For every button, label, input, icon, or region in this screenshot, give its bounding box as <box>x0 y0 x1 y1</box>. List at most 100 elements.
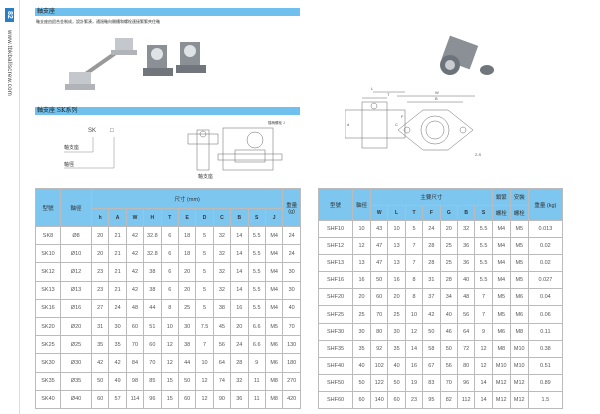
table-cell: 12 <box>352 237 371 256</box>
table-cell: 20 <box>439 219 458 239</box>
table-cell: Ø8 <box>60 225 92 246</box>
header-col-S: S <box>247 208 266 227</box>
table-cell: 35 <box>90 335 110 355</box>
table-cell: 21 <box>108 225 127 246</box>
table-cell: 10 <box>160 316 179 337</box>
table-cell: 60 <box>369 288 389 307</box>
table-cell: M6 <box>264 335 284 355</box>
table-cell: 16 <box>352 271 371 290</box>
table-cell: 92 <box>369 339 389 358</box>
table-cell: 0.02 <box>527 237 563 256</box>
table-cell: 36 <box>230 389 249 409</box>
table-cell: 11 <box>247 371 266 391</box>
table-cell: 14 <box>474 390 493 410</box>
table-cell: 31 <box>90 316 110 337</box>
header-col-H: H <box>143 208 162 227</box>
table-cell: M10 <box>509 356 529 375</box>
table-cell: 0.013 <box>527 219 563 239</box>
table-cell: 50 <box>422 322 441 341</box>
table-cell: 1.5 <box>527 390 563 410</box>
table-cell: 140 <box>369 390 389 410</box>
table-cell: 48 <box>456 288 476 307</box>
header-col-W: W <box>369 205 389 221</box>
header-col-E: E <box>177 208 197 227</box>
table-cell: 21 <box>108 244 127 264</box>
table-cell: 12 <box>474 356 493 375</box>
table-cell: SK35 <box>35 371 61 391</box>
table-cell: 15 <box>160 389 179 409</box>
table-cell: SK40 <box>35 389 61 409</box>
table-cell: 12 <box>195 371 214 391</box>
table-cell: M4 <box>264 244 284 264</box>
table-cell: 56 <box>212 335 232 355</box>
table-cell: 7 <box>195 335 214 355</box>
table-cell: 42 <box>422 305 441 324</box>
section-title-shaft-support: 軸支座 <box>35 8 300 16</box>
table-cell: 14 <box>404 339 424 358</box>
table-cell: 23 <box>90 280 110 300</box>
table-cell: 64 <box>456 322 476 341</box>
table-cell: 60 <box>352 390 371 410</box>
table-cell: 18 <box>177 225 197 246</box>
table-cell: 9 <box>247 353 266 373</box>
table-cell: 30 <box>282 280 301 300</box>
table-cell: M5 <box>491 305 511 324</box>
header-bolt-lock: 螺栓 <box>491 205 511 221</box>
table-cell: 90 <box>212 389 232 409</box>
table-cell: M12 <box>491 390 511 410</box>
shf-drawings: L T d C F W B 2-S <box>345 35 494 157</box>
code-label-shaft: 軸徑 <box>64 162 75 168</box>
header-col-F: F <box>422 205 441 221</box>
table-cell: 47 <box>369 237 389 256</box>
table-cell: 27 <box>90 298 110 318</box>
table-cell: 74 <box>212 371 232 391</box>
table-cell: 64 <box>212 353 232 373</box>
page-number: 82 <box>5 8 14 22</box>
table-cell: 47 <box>369 254 389 273</box>
table-cell: 28 <box>422 237 441 256</box>
table-cell: 12 <box>160 335 179 355</box>
table-cell: M4 <box>491 271 511 290</box>
table-cell: Ø40 <box>60 389 92 409</box>
table-cell: 49 <box>108 371 127 391</box>
table-cell: Ø16 <box>60 298 92 318</box>
table-cell: 0.02 <box>527 254 563 273</box>
table-cell: SK13 <box>35 280 61 300</box>
header-col-B: B <box>456 205 476 221</box>
table-cell: SHF20 <box>318 288 353 307</box>
table-cell: SHF35 <box>318 339 353 358</box>
table-cell: 45 <box>212 316 232 337</box>
table-cell: 42 <box>125 280 145 300</box>
table-cell: 9 <box>474 322 493 341</box>
table-cell: 7 <box>404 254 424 273</box>
table-cell: 32 <box>456 219 476 239</box>
table-cell: 28 <box>439 271 458 290</box>
table-cell: 98 <box>125 371 145 391</box>
header-col-G: G <box>439 205 458 221</box>
table-cell: M12 <box>509 373 529 392</box>
table-cell: SK16 <box>35 298 61 318</box>
table-cell: 16 <box>404 356 424 375</box>
header-model: 型號 <box>35 188 61 227</box>
code-leader-lines <box>64 137 115 169</box>
dim-W: W <box>435 90 439 95</box>
table-cell: 10 <box>195 353 214 373</box>
table-cell: 19 <box>404 373 424 392</box>
section-title-sk-series: 軸支座 SK系列 <box>35 107 300 115</box>
header-model: 型號 <box>318 188 353 221</box>
table-cell: 30 <box>387 322 406 341</box>
table-cell: 32 <box>212 225 232 246</box>
table-cell: 13 <box>352 254 371 273</box>
table-cell: M5 <box>509 237 529 256</box>
table-cell: 16 <box>387 271 406 290</box>
table-cell: 6 <box>160 262 179 282</box>
table-cell: 24 <box>422 219 441 239</box>
table-cell: 25 <box>387 305 406 324</box>
